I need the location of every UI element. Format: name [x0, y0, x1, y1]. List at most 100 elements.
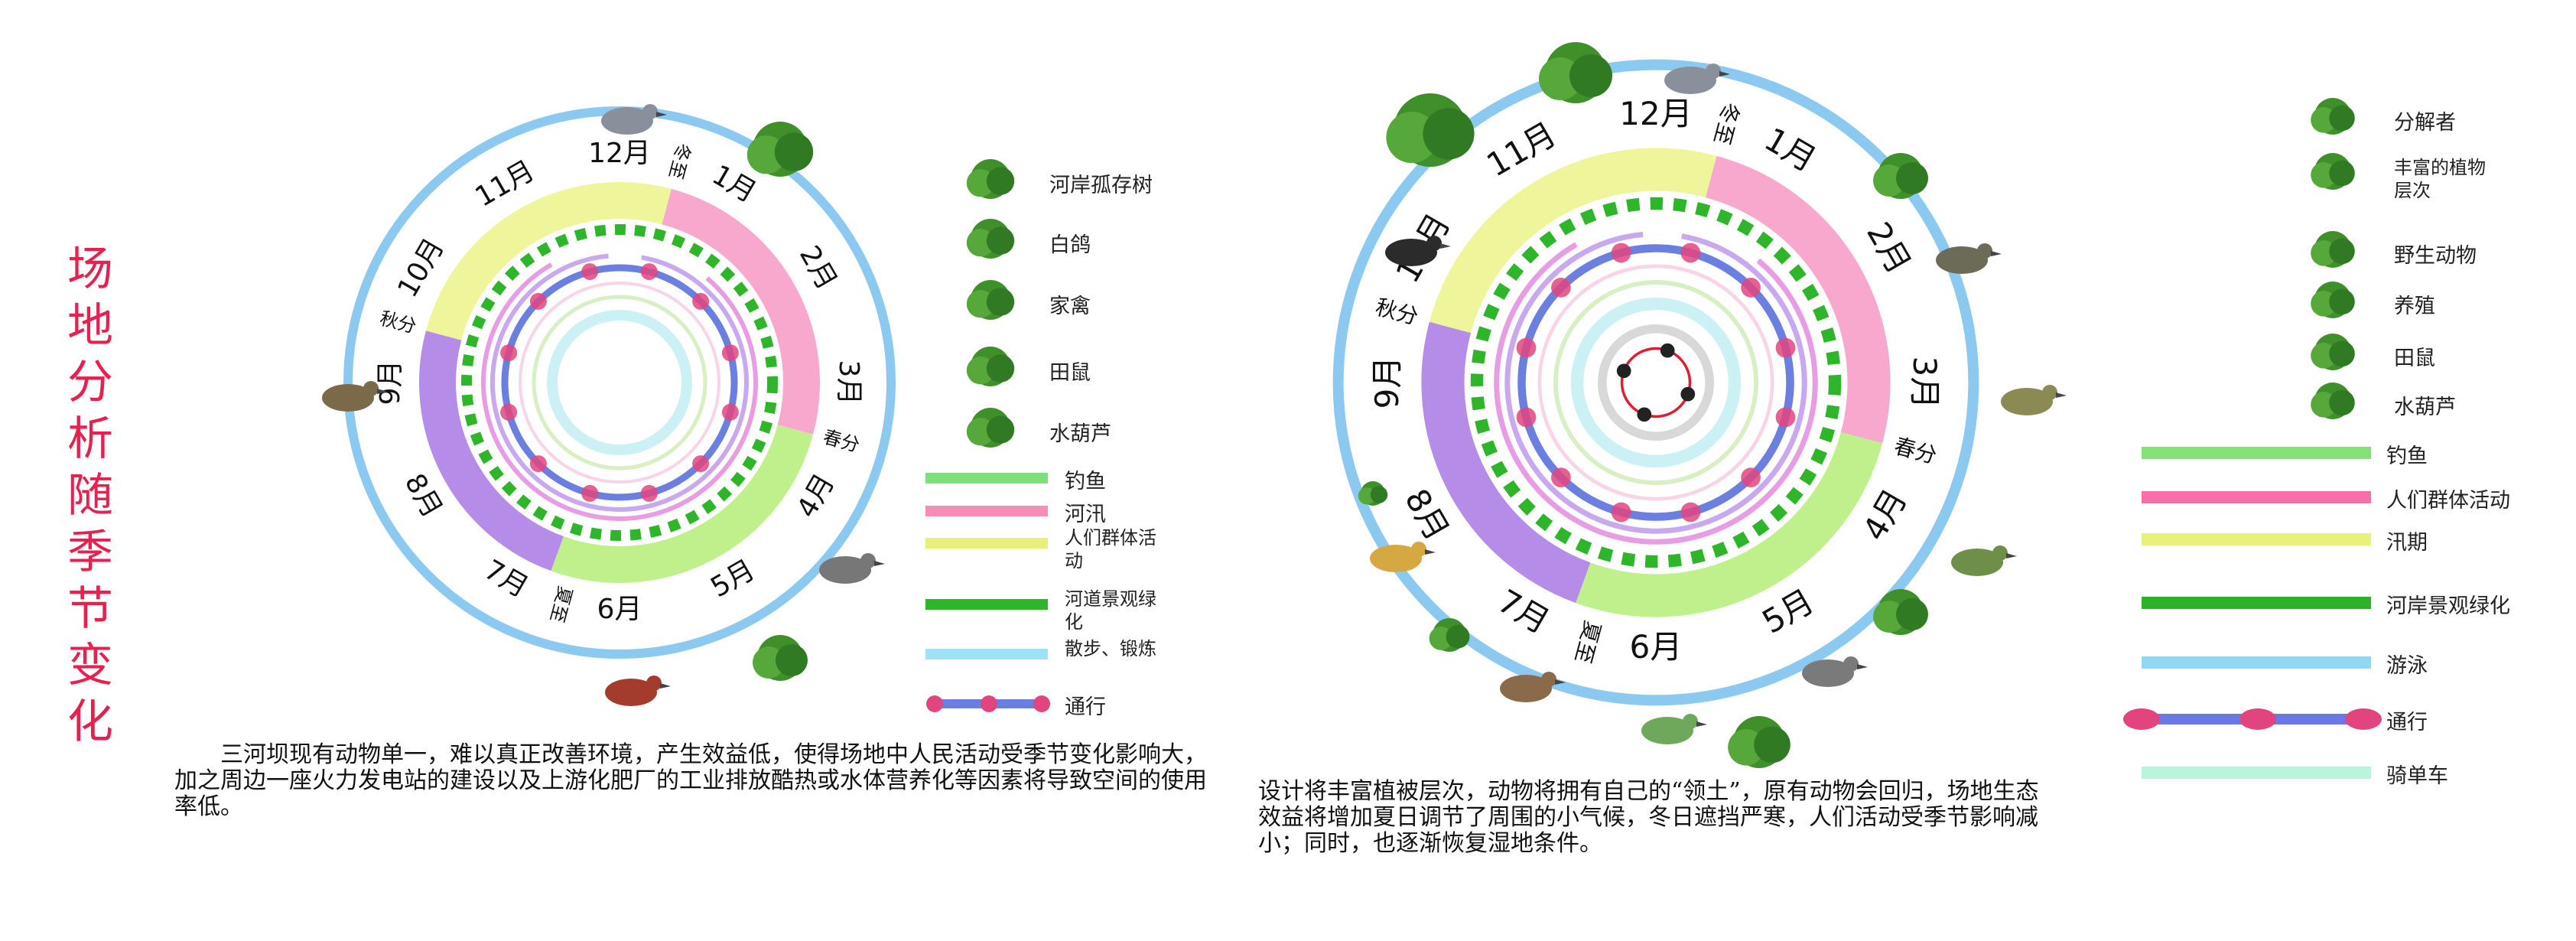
fishing-ring [1504, 232, 1807, 534]
month-label: 5月 [705, 554, 760, 604]
band-spring-summer [1576, 431, 1883, 617]
month-label: 2月 [1859, 216, 1918, 280]
traffic-dot [1033, 695, 1050, 712]
inner-ring-1 [519, 282, 720, 484]
left-legend-line-label: 钓鱼 [1065, 470, 1106, 493]
traffic-dot [500, 344, 518, 362]
sparrow-icon [1500, 672, 1566, 702]
bird-beak [1991, 251, 2002, 256]
month-label: 12月 [1619, 95, 1693, 132]
left-legend-item-label: 田鼠 [1049, 361, 1091, 385]
solar-term-label: 春分 [821, 426, 862, 456]
bird-body [1370, 545, 1422, 572]
right-legend-line-label: 汛期 [2386, 531, 2428, 555]
left-legend-item-label: 水葫芦 [1049, 422, 1111, 446]
bush-shape [2329, 389, 2355, 416]
bird-head [2042, 385, 2057, 400]
inner-dot [1680, 386, 1696, 402]
bird-beak [1425, 549, 1436, 555]
right-legend-item-label: 丰富的植物层次 [2394, 157, 2486, 201]
worm-mushroom-icon [2311, 98, 2355, 135]
bird-beak [1719, 71, 1730, 77]
bird-beak [1857, 664, 1868, 669]
traffic-dot [692, 292, 710, 310]
traffic-dot [640, 263, 658, 281]
traffic-dot [500, 403, 518, 421]
left-legend-line-label: 河汛 [1065, 503, 1106, 526]
page-title: 场地分析随季节变化 [60, 241, 121, 751]
traffic-dot [581, 484, 599, 502]
left-legend-item-label: 河岸孤存树 [1049, 174, 1153, 197]
traffic-dot [1516, 407, 1537, 428]
eagle-icon [1385, 236, 1451, 266]
band-summer-autumn [419, 330, 564, 571]
bush-shape [2329, 160, 2355, 187]
band-winter-spring [662, 188, 821, 435]
right-legend [2123, 447, 2382, 779]
left-legend-line-label: 人们群体活动 [1065, 527, 1156, 571]
tree-icon [1873, 153, 1928, 199]
rooster-icon [605, 676, 671, 706]
traffic-dot [1551, 467, 1571, 487]
traffic-dot [2123, 708, 2160, 730]
bird-head [1683, 714, 1698, 729]
lizard-icon [1951, 545, 2017, 576]
right-legend-item-label: 分解者 [2394, 111, 2456, 135]
traffic-dot [692, 455, 710, 473]
poultry-icon [966, 280, 1015, 320]
left-legend-item-label: 白鸽 [1049, 233, 1091, 257]
right-legend-item-label: 田鼠 [2394, 347, 2435, 370]
month-label: 7月 [479, 554, 534, 604]
vole-icon [966, 347, 1015, 386]
wild-animals-icon [2311, 231, 2355, 268]
activity-ring [480, 262, 758, 521]
traffic-dot [1551, 278, 1571, 298]
bush-shape [2329, 105, 2355, 132]
month-label: 4月 [791, 468, 841, 523]
bush-shape [2329, 288, 2355, 315]
month-label: 3月 [833, 360, 864, 405]
left-season-wheel: 1月2月3月4月5月6月7月8月9月10月11月12月冬至春分夏至秋分 [343, 106, 896, 659]
solar-term-label: 秋分 [378, 308, 419, 337]
band-autumn-winter [1429, 148, 1717, 334]
tree-icon [1386, 93, 1475, 167]
bird-head [1411, 542, 1426, 557]
bush-shape [774, 132, 814, 171]
bush-shape [776, 644, 808, 676]
month-label: 4月 [1856, 483, 1914, 547]
left-legend [925, 473, 1050, 712]
month-label: 2月 [793, 240, 843, 295]
tree-icon [746, 122, 814, 177]
traffic-dot [529, 292, 547, 310]
traffic-dot [1775, 407, 1796, 428]
traffic-dot [2239, 708, 2276, 730]
bush-shape [2329, 340, 2355, 367]
bird-body [819, 556, 871, 584]
traffic-dot [581, 263, 599, 281]
inner-ring-2 [532, 295, 707, 470]
traffic-dot [1741, 278, 1761, 298]
bird-body [2001, 388, 2053, 415]
right-legend-line-label: 人们群体活动 [2386, 489, 2510, 513]
tree-icon [966, 159, 1015, 199]
right-paragraph: 设计将丰富植被层次，动物将拥有自己的“领土”，原有动物会回归，场地生态效益将增加… [1258, 778, 2039, 857]
vole-icon [819, 553, 885, 584]
bush-shape [986, 167, 1015, 195]
inner-ring-1 [1537, 264, 1774, 501]
bush-shape [1370, 486, 1388, 503]
lotus-icon [1429, 618, 1470, 652]
traffic-dot [1611, 243, 1631, 263]
greening-ring [1470, 197, 1842, 568]
bird-beak [1440, 243, 1451, 249]
solar-term-label: 秋分 [1373, 295, 1421, 330]
bird-icon [1936, 243, 2002, 274]
inner-ring-3 [1570, 297, 1742, 468]
band-summer-autumn [1421, 321, 1591, 604]
pigeon-icon [601, 104, 667, 135]
reed-icon [1728, 716, 1791, 768]
month-label: 12月 [588, 138, 651, 169]
left-legend-line-label: 河道景观绿化 [1065, 588, 1156, 633]
month-label: 8月 [398, 468, 448, 523]
bush-shape [986, 226, 1015, 255]
bird-head [363, 381, 379, 396]
